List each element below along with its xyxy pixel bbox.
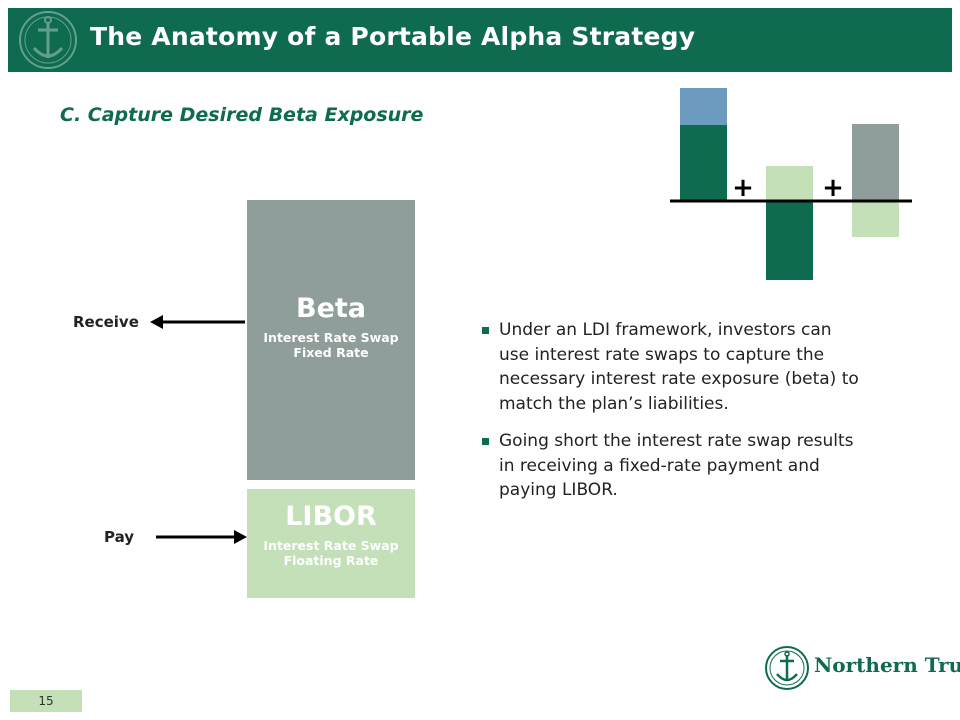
page-number: 15 (10, 690, 82, 712)
plus-sign-2: + (822, 173, 844, 203)
pay-label: Pay (104, 528, 135, 546)
libor-box: LIBOR Interest Rate Swap Floating Rate (247, 489, 415, 598)
receive-label: Receive (73, 313, 139, 331)
bullet-text: Going short the interest rate swap resul… (499, 431, 854, 500)
title-bar: The Anatomy of a Portable Alpha Strategy (8, 8, 952, 72)
square-bullet-icon (482, 327, 489, 334)
beta-box: Beta Interest Rate Swap Fixed Rate (247, 200, 415, 480)
brand-logo: Northern Trust (762, 644, 960, 692)
bullet-item: Under an LDI framework, investors can us… (480, 318, 865, 416)
beta-line-1: Interest Rate Swap (263, 330, 399, 345)
swap-receive-segment (766, 166, 813, 201)
libor-line-1: Interest Rate Swap (263, 538, 399, 553)
beta-title: Beta (295, 293, 367, 324)
beta-line-2: Fixed Rate (293, 345, 369, 360)
bullet-list: Under an LDI framework, investors can us… (480, 318, 865, 516)
result-beta-segment (852, 124, 899, 201)
northern-trust-logo-icon (765, 646, 809, 690)
beta-composition-graphic: + + (670, 88, 912, 280)
brand-name: Northern Trust (814, 653, 960, 677)
result-libor-segment (852, 201, 899, 237)
bullet-text: Under an LDI framework, investors can us… (499, 320, 859, 414)
square-bullet-icon (482, 438, 489, 445)
libor-title: LIBOR (285, 501, 377, 532)
section-subtitle: C. Capture Desired Beta Exposure (60, 104, 424, 126)
swap-pay-segment (766, 201, 813, 280)
page-title: The Anatomy of a Portable Alpha Strategy (90, 22, 696, 51)
alpha-segment (680, 88, 727, 125)
beta-segment (680, 125, 727, 201)
anchor-seal-icon (19, 11, 77, 69)
receive-arrowhead (150, 315, 163, 329)
libor-line-2: Floating Rate (283, 553, 379, 568)
pay-arrowhead (234, 530, 247, 544)
bullet-item: Going short the interest rate swap resul… (480, 429, 865, 503)
beta-description: Interest Rate Swap Fixed Rate (247, 330, 415, 360)
libor-description: Interest Rate Swap Floating Rate (247, 538, 415, 568)
plus-sign-1: + (732, 173, 754, 203)
